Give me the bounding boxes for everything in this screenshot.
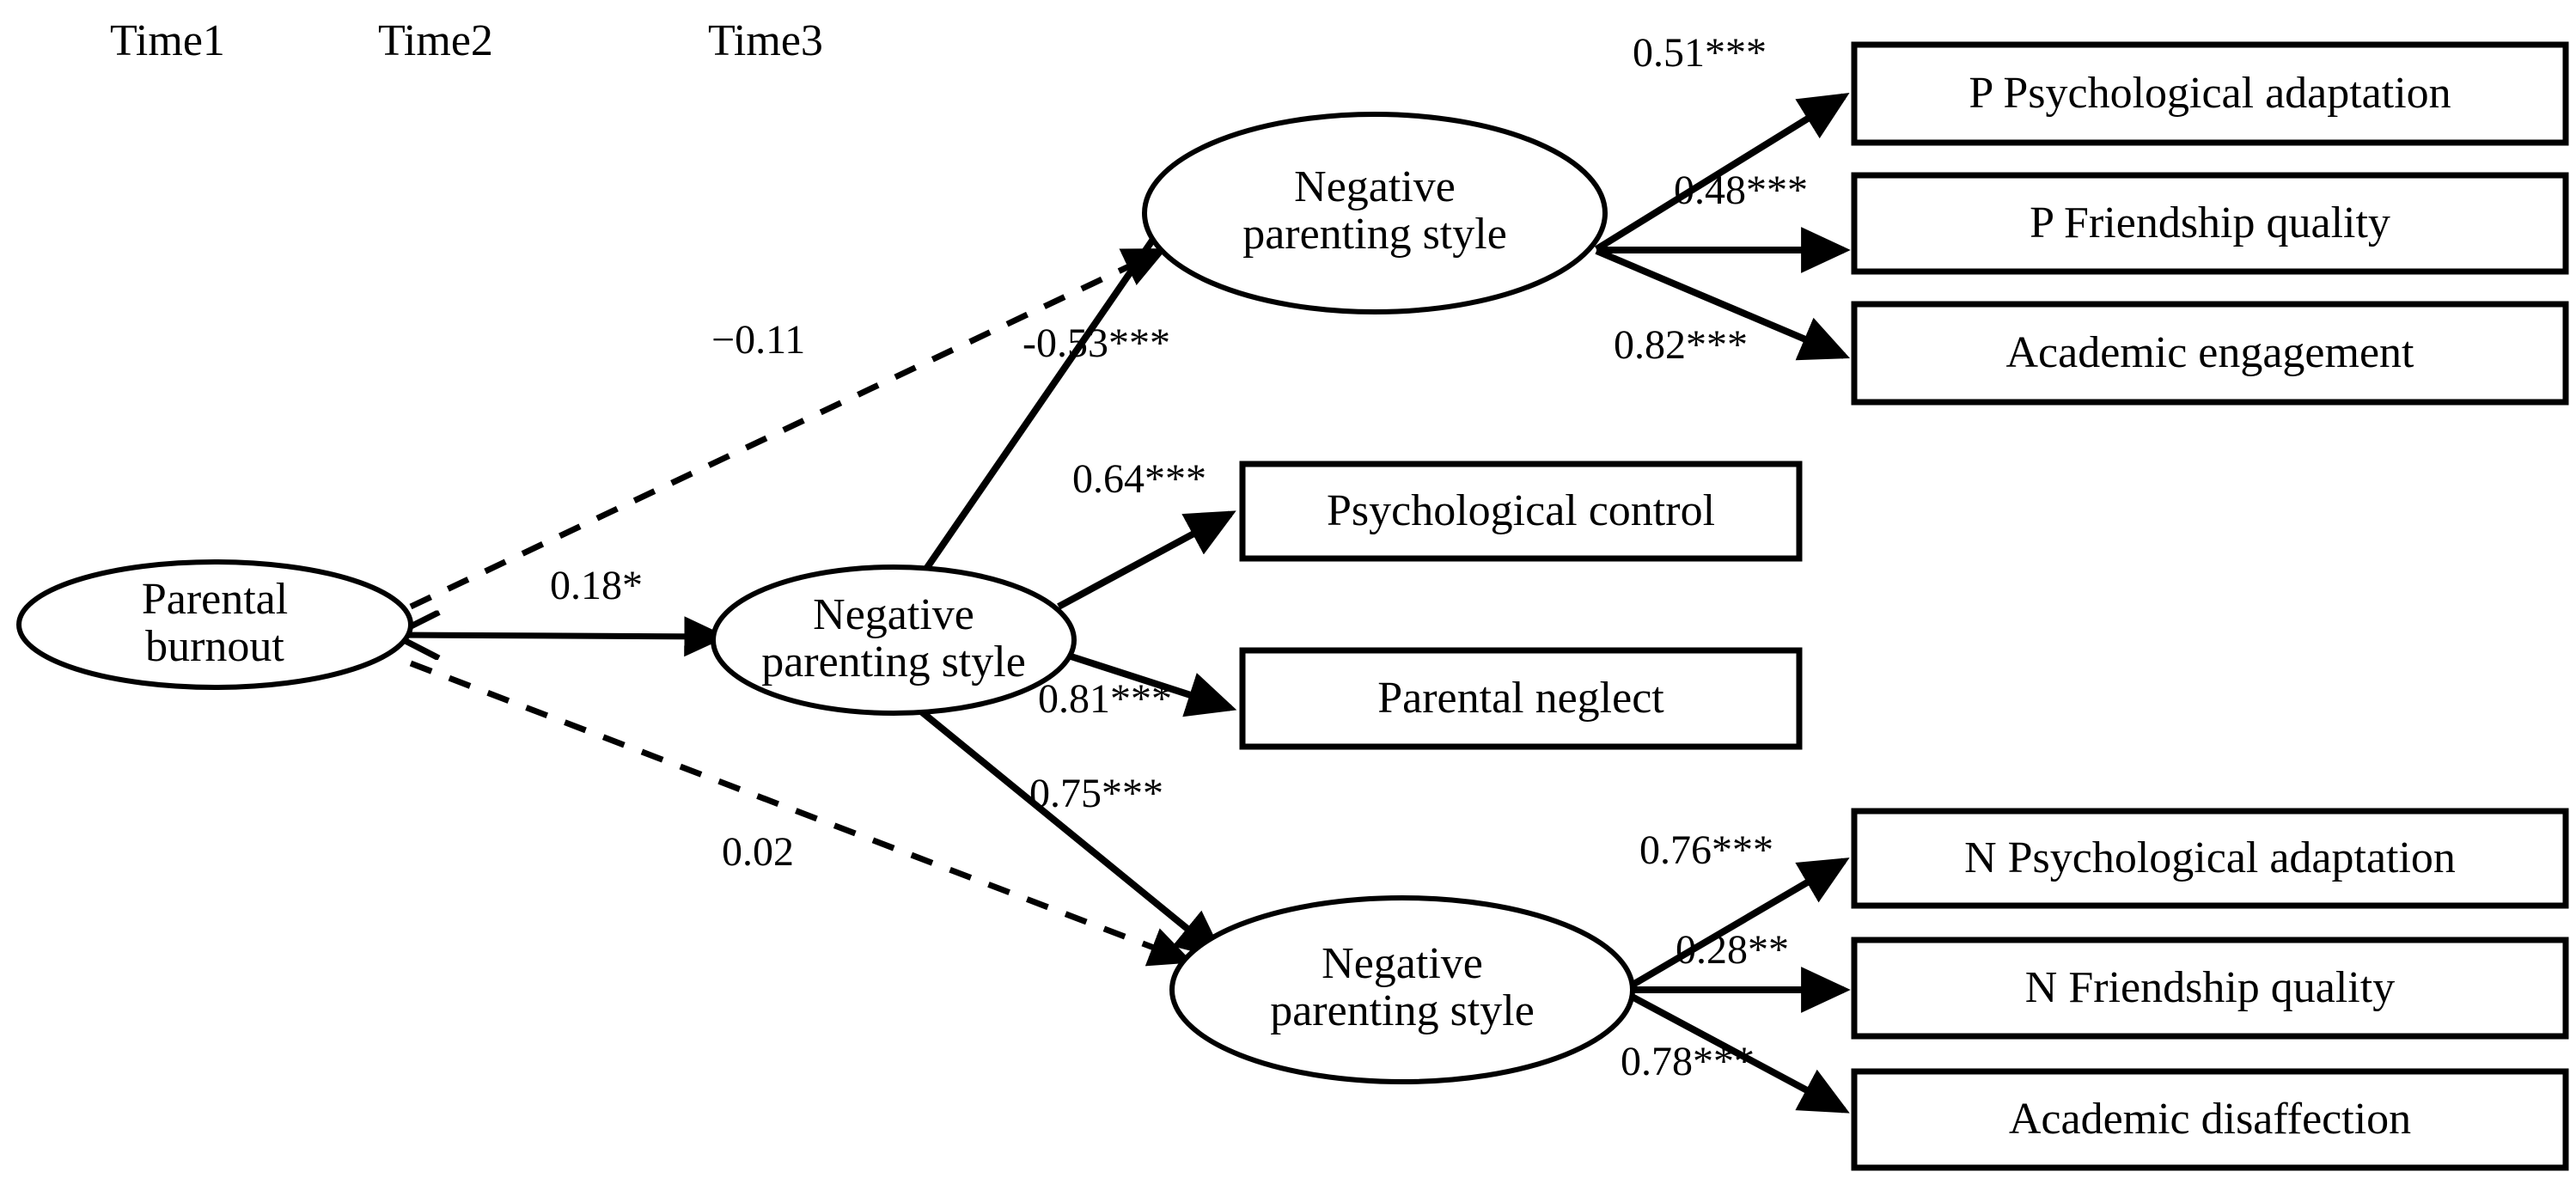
node-t3-neg-negative-parenting-style[interactable]: [1169, 895, 1635, 1084]
time-header-3: Time3: [708, 16, 823, 65]
edge-burnout-to-t3pos: [409, 247, 1168, 610]
box-label-psychological-control: Psychological control: [1326, 486, 1716, 535]
node-parental-neglect[interactable]: [1239, 647, 1803, 750]
edge-t2-to-parental-neglect: [1059, 650, 1237, 717]
coef-t3neg-to-academic-disaffection: 0.78***: [1621, 1039, 1755, 1084]
coef-t3pos-to-p-psychological-adaptation: 0.51***: [1633, 30, 1767, 76]
coef-burnout-to-t3neg: 0.02: [722, 829, 794, 875]
coef-t3neg-to-n-friendship-quality: 0.28**: [1676, 927, 1789, 973]
node-psychological-control[interactable]: [1239, 461, 1803, 562]
node-n-friendship-quality[interactable]: [1851, 937, 2569, 1040]
edge-t3pos-to-academic-engagement: [1595, 247, 1851, 361]
node-n-psychological-adaptation[interactable]: [1851, 808, 2569, 909]
coef-t2-to-psychological-control: 0.64***: [1072, 456, 1206, 502]
node-academic-disaffection[interactable]: [1851, 1068, 2569, 1171]
box-label-p-psychological-adaptation: P Psychological adaptation: [1969, 69, 2451, 118]
box-label-p-friendship-quality: P Friendship quality: [2030, 198, 2390, 247]
box-label-n-friendship-quality: N Friendship quality: [2024, 963, 2396, 1012]
edge-t2-to-t3neg: [919, 708, 1225, 960]
node-academic-engagement[interactable]: [1851, 301, 2569, 406]
edge-burnout-to-t2: [400, 635, 722, 637]
node-p-friendship-quality[interactable]: [1851, 172, 2569, 275]
node-t3-pos-negative-parenting-style[interactable]: [1142, 112, 1608, 314]
edge-burnout-to-t3neg: [409, 660, 1193, 967]
coef-t2-to-t3pos: -0.53***: [1022, 320, 1170, 366]
edge-t3neg-to-academic-disaffection: [1622, 989, 1850, 1114]
coef-burnout-to-t2: 0.18*: [550, 563, 643, 608]
node-t1-parental-burnout[interactable]: [16, 559, 413, 690]
box-label-parental-neglect: Parental neglect: [1377, 674, 1664, 723]
coef-t3pos-to-academic-engagement: 0.82***: [1614, 322, 1748, 368]
edge-t2-to-psychological-control: [1057, 510, 1236, 610]
box-label-n-psychological-adaptation: N Psychological adaptation: [1964, 833, 2456, 882]
coef-t3pos-to-p-friendship-quality: 0.48***: [1674, 168, 1808, 213]
box-label-academic-disaffection: Academic disaffection: [2008, 1095, 2412, 1144]
coef-burnout-to-t3pos: −0.11: [711, 317, 806, 363]
coef-t2-to-parental-neglect: 0.81***: [1038, 676, 1172, 722]
node-p-psychological-adaptation[interactable]: [1851, 41, 2569, 146]
time-header-2: Time2: [378, 16, 493, 65]
coef-t3neg-to-n-psychological-adaptation: 0.76***: [1639, 827, 1773, 873]
edge-t3pos-to-p-psychological-adaptation: [1594, 92, 1850, 253]
time-header-1: Time1: [110, 16, 225, 65]
node-t2-negative-parenting-style[interactable]: [711, 565, 1077, 716]
box-label-academic-engagement: Academic engagement: [2005, 328, 2414, 377]
coef-t2-to-t3neg: 0.75***: [1029, 771, 1163, 816]
edge-t3neg-to-n-psychological-adaptation: [1621, 857, 1850, 993]
